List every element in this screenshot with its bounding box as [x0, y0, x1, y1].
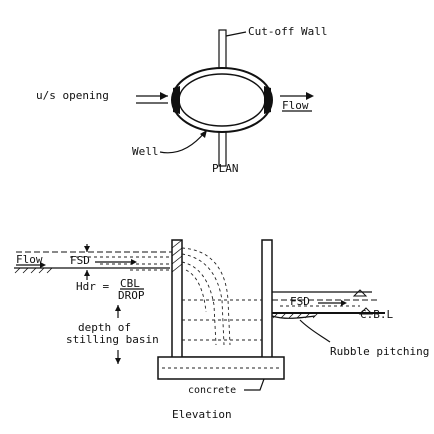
plan-view: Cut-off Wall u/s opening Flow Well PLAN: [36, 25, 327, 175]
plan-title: PLAN: [212, 162, 239, 175]
downstream-opening: [264, 86, 271, 114]
upstream-bed-hatch: [14, 267, 53, 274]
downstream-bed-hatch: [272, 312, 319, 319]
well-wall-right: [261, 239, 273, 371]
concrete-label: concrete: [188, 385, 236, 396]
well-label: Well: [132, 145, 159, 158]
us-opening-label: u/s opening: [36, 89, 109, 102]
fsd-downstream-label: FSD: [290, 295, 310, 308]
elevation-flow-label: Flow: [16, 253, 43, 266]
well-inner-ring: [178, 73, 266, 127]
fsd-upstream-label: FSD: [70, 254, 90, 267]
cutoff-wall: [218, 29, 227, 73]
depth-label-line1: depth of: [78, 321, 131, 334]
depth-label-line2: stilling basin: [66, 333, 159, 346]
drop-label: DROP: [118, 289, 145, 302]
upstream-opening: [173, 86, 180, 114]
rubble-pitching-label: Rubble pitching: [330, 345, 429, 358]
hdr-label: Hdr =: [76, 280, 109, 293]
cbl-downstream-label: C.B.L: [360, 308, 393, 321]
plan-flow-label: Flow: [282, 99, 309, 112]
cutoff-wall-label: Cut-off Wall: [248, 25, 327, 38]
concrete-base: [157, 356, 285, 380]
well-wall-left-hatch: [171, 239, 183, 273]
cutoff-wall-lower: [218, 127, 227, 167]
elevation-title: Elevation: [172, 408, 232, 421]
elevation-view: Flow FSD Hdr = CBL DROP depth of stillin…: [14, 239, 429, 421]
cbl-label: CBL: [120, 277, 140, 290]
